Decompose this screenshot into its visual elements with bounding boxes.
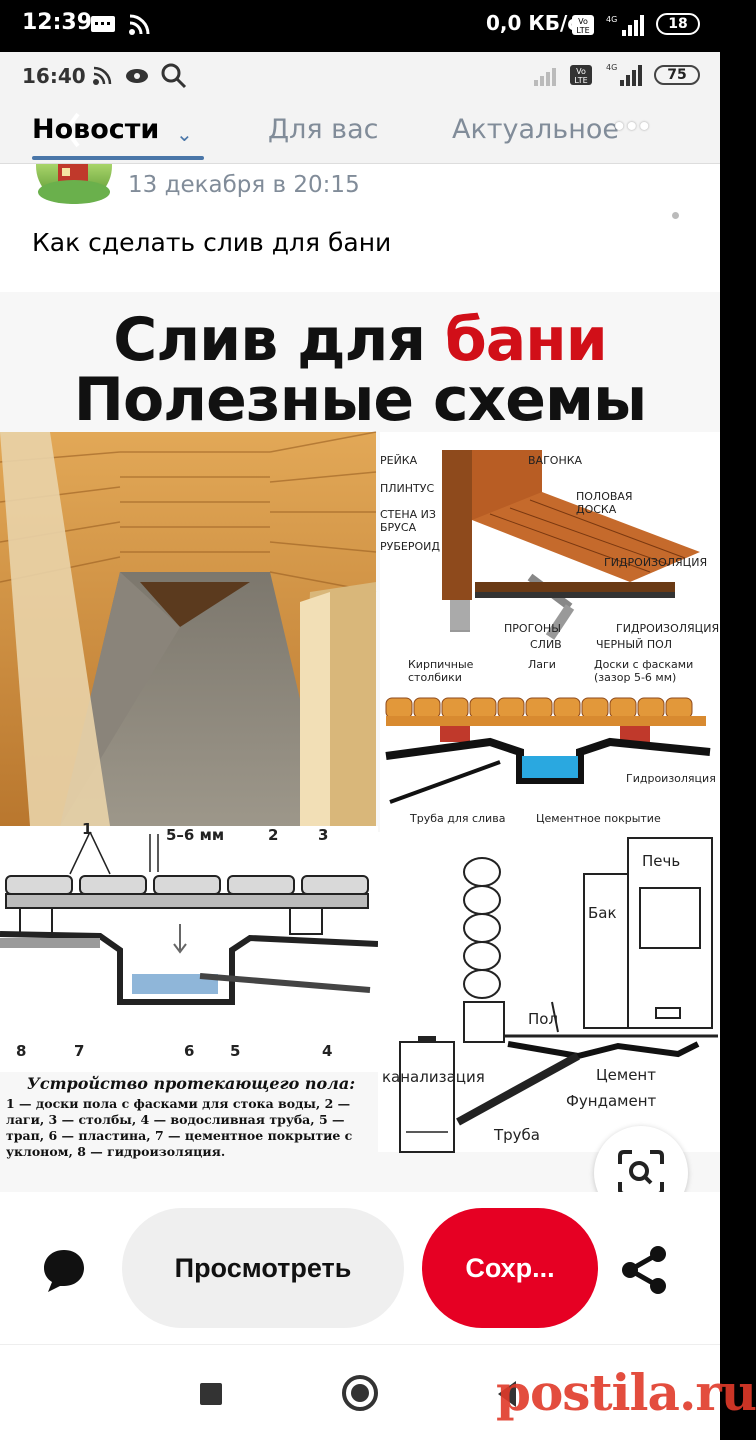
- svg-text:LTE: LTE: [574, 76, 587, 85]
- share-icon[interactable]: [618, 1244, 670, 1296]
- chevron-down-icon[interactable]: ⌄: [176, 124, 193, 146]
- avatar[interactable]: [36, 164, 112, 204]
- watermark: postila.ru: [496, 1363, 756, 1422]
- battery-indicator: 18: [656, 13, 700, 35]
- active-tab-indicator: [32, 156, 204, 160]
- svg-text:Vo: Vo: [578, 17, 588, 26]
- post-menu-icon[interactable]: [672, 212, 679, 219]
- svg-text:4G: 4G: [606, 15, 617, 24]
- status-time: 12:39: [22, 10, 93, 35]
- schema-floor-structure: РЕЙКА ПЛИНТУС СТЕНА ИЗ БРУСА РУБЕРОИД ВА…: [380, 432, 720, 652]
- signal-icon: 4G: [606, 15, 644, 36]
- tab-for-you[interactable]: Для вас: [268, 114, 379, 145]
- search-icon: [161, 63, 187, 89]
- message-icon: [91, 16, 115, 32]
- save-button[interactable]: Сохр...: [422, 1208, 598, 1328]
- svg-text:LTE: LTE: [576, 26, 589, 35]
- view-button[interactable]: Просмотреть: [122, 1208, 404, 1328]
- navigation-bar: postila.ru: [0, 1344, 756, 1440]
- rss-icon: [129, 14, 150, 35]
- network-speed: 0,0 КБ/с: [486, 11, 580, 35]
- signal-4g-icon: 4G: [606, 63, 642, 86]
- inner-status-time: 16:40: [22, 64, 86, 88]
- tab-trending[interactable]: Актуальное: [452, 114, 619, 145]
- image-legend: Устройство протекающего пола: 1 — доски …: [6, 1074, 356, 1160]
- action-bar: Просмотреть Сохр...: [0, 1192, 720, 1344]
- image-headline: Слив для бани Полезные схемы: [73, 305, 648, 435]
- recents-button[interactable]: [200, 1383, 222, 1405]
- schema-sauna-stove: Печь Бак Пол канализация Цемент Фундамен…: [378, 832, 720, 1153]
- schema-drain-cross-section: Кирпичные столбики Лаги Доски с фасками …: [380, 652, 720, 832]
- schema-leaking-floor: 5–6 мм 1 2 3 8 7 6 5 4: [0, 820, 379, 1072]
- post-text: Как сделать слив для бани: [32, 228, 392, 257]
- sauna-floor-photo: [0, 431, 377, 826]
- svg-text:4G: 4G: [606, 63, 617, 72]
- post-image[interactable]: Слив для бани Полезные схемы: [0, 292, 720, 1192]
- inner-battery-indicator: 75: [654, 65, 700, 85]
- more-options-icon[interactable]: •••: [614, 110, 652, 143]
- eye-icon: [126, 69, 148, 83]
- comment-icon[interactable]: [40, 1246, 88, 1294]
- back-icon[interactable]: [494, 1379, 520, 1409]
- tab-bar: Новости ⌄ Для вас Актуальное •••: [0, 98, 720, 164]
- post-date: 13 декабря в 20:15: [128, 172, 360, 198]
- signal-icon: [534, 68, 556, 86]
- svg-text:Vo: Vo: [576, 67, 586, 76]
- rss-icon: [93, 66, 112, 85]
- back-arrow-icon[interactable]: [60, 110, 84, 150]
- home-button[interactable]: [342, 1375, 378, 1411]
- tab-news[interactable]: Новости: [32, 114, 160, 145]
